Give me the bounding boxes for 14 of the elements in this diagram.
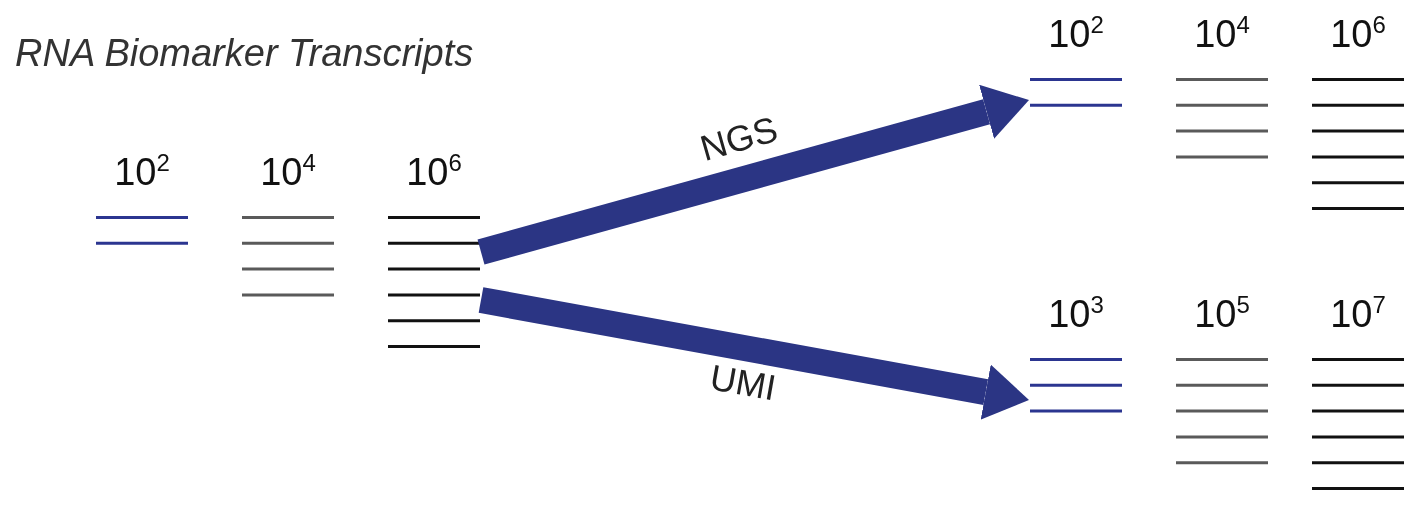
count-label: 10$^{5}$: [1193, 292, 1251, 336]
arrow: [477, 84, 1029, 265]
count-label: 10$^{4}$: [1193, 12, 1251, 56]
diagram-title: RNA Biomarker Transcripts: [15, 32, 474, 75]
count-label: 10$^{6}$: [1329, 12, 1387, 56]
edge-label: UMI: [706, 356, 780, 410]
count-label: 10$^{2}$: [113, 150, 171, 194]
edge-label: NGS: [695, 108, 783, 170]
count-label: 10$^{2}$: [1047, 12, 1105, 56]
count-label: 10$^{7}$: [1329, 292, 1387, 336]
count-label: 10$^{6}$: [405, 150, 463, 194]
count-label: 10$^{3}$: [1047, 292, 1105, 336]
arrow: [478, 287, 1029, 420]
count-label: 10$^{4}$: [259, 150, 317, 194]
